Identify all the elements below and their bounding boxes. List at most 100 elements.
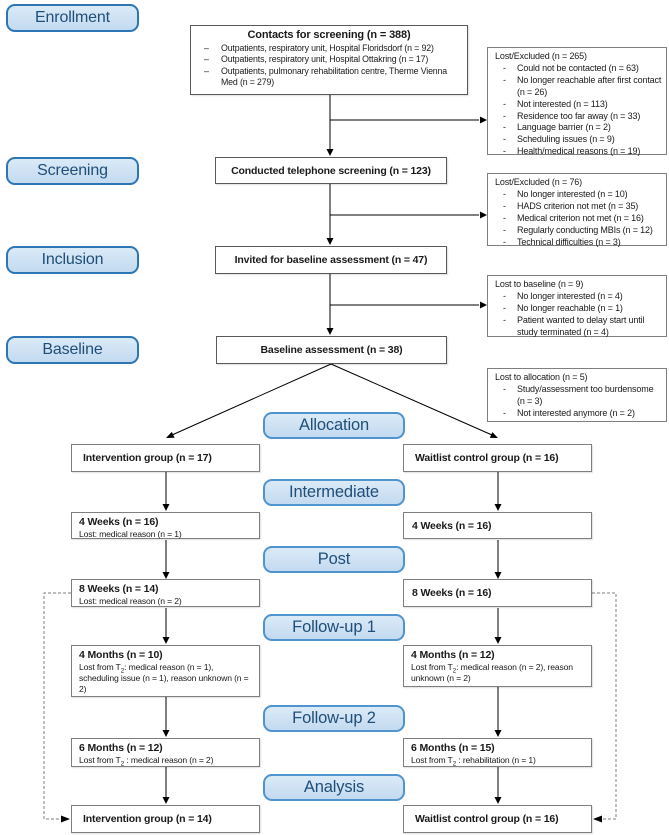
contacts-screening-box: Contacts for screening (n = 388) Outpati… [190, 25, 468, 95]
list-item: Language barrier (n = 2) [501, 122, 662, 134]
stage-label: Allocation [298, 416, 370, 434]
box-title: 4 Weeks (n = 16) [79, 516, 159, 528]
bullet-item: Outpatients, respiratory unit, Hospital … [204, 43, 464, 54]
note-text: Lost from T [79, 755, 121, 765]
stage-pill-baseline: Baseline [6, 336, 139, 364]
box-title: Lost/Excluded (n = 265) [495, 51, 587, 61]
list-item: Medical criterion not met (n = 16) [501, 213, 662, 225]
stage-pill-analysis: Analysis [263, 774, 405, 801]
box-note: Lost from T2 : rehabilitation (n = 1) [411, 755, 586, 768]
stage-label: Follow-up 1 [292, 618, 376, 636]
list-item: No longer interested (n = 4) [501, 291, 662, 303]
box-title: Baseline assessment (n = 38) [260, 344, 403, 356]
item-text: Regularly conducting MBIs (n = 12) [517, 224, 653, 235]
list-item: Scheduling issues (n = 9) [501, 134, 662, 146]
bullet-text: Outpatients, respiratory unit, Hospital … [221, 54, 429, 65]
item-text: No longer reachable (n = 1) [517, 302, 623, 313]
box-note: Lost from T2: medical reason (n = 2), re… [411, 662, 586, 684]
box-title: Waitlist control group (n = 16) [415, 452, 559, 464]
item-text: Study/assessment too burdensome (n = 3) [517, 383, 654, 406]
stage-pill-intermediate: Intermediate [263, 479, 405, 506]
item-text: Patient wanted to delay start until stud… [517, 314, 645, 337]
stage-label: Post [317, 550, 351, 568]
stage-label: Enrollment [35, 9, 110, 26]
subscript: 2 [120, 760, 125, 768]
box-title: 4 Weeks (n = 16) [412, 519, 492, 532]
box-title: 4 Months (n = 12) [411, 649, 495, 661]
stage-label: Follow-up 2 [292, 709, 376, 727]
item-text: Medical criterion not met (n = 16) [517, 212, 644, 223]
lost-excluded-76-box: Lost/Excluded (n = 76) No longer interes… [487, 173, 667, 249]
stage-pill-post: Post [263, 546, 405, 573]
subscript: 2 [452, 667, 457, 675]
item-text: Health/medical reasons (n = 19) [517, 146, 641, 157]
stage-label: Screening [37, 162, 108, 179]
box-title: Conducted telephone screening (n = 123) [231, 164, 431, 177]
list-item: Not interested anymore (n = 2) [501, 408, 662, 420]
item-text: Technical difficulties (n = 3) [517, 236, 621, 247]
list-item: Not interested (n = 113) [501, 99, 662, 111]
box-title: Contacts for screening (n = 388) [247, 29, 411, 41]
telephone-screening-box: Conducted telephone screening (n = 123) [215, 157, 447, 184]
list-item: Could not be contacted (n = 63) [501, 63, 662, 75]
invited-baseline-box: Invited for baseline assessment (n = 47) [215, 246, 447, 274]
item-text: HADS criterion not met (n = 35) [517, 200, 639, 211]
box-title: Waitlist control group (n = 16) [415, 813, 559, 825]
stage-pill-screening: Screening [6, 157, 139, 185]
item-text: No longer interested (n = 10) [517, 188, 628, 199]
list-item: No longer reachable after first contact … [501, 75, 662, 99]
item-text: Not interested anymore (n = 2) [517, 407, 635, 418]
intervention-8weeks-box: 8 Weeks (n = 14) Lost: medical reason (n… [71, 579, 260, 607]
lost-to-allocation-box: Lost to allocation (n = 5) Study/assessm… [487, 368, 667, 422]
stage-pill-followup1: Follow-up 1 [263, 614, 405, 641]
stage-pill-inclusion: Inclusion [6, 246, 139, 274]
box-note: Lost from T2: medical reason (n = 1), sc… [79, 662, 254, 695]
waitlist-4months-box: 4 Months (n = 12) Lost from T2: medical … [403, 645, 592, 687]
list-item: Technical difficulties (n = 3) [501, 237, 662, 249]
item-text: Language barrier (n = 2) [517, 122, 611, 133]
waitlist-6months-box: 6 Months (n = 15) Lost from T2 : rehabil… [403, 738, 592, 767]
note-text: : rehabilitation (n = 1) [456, 755, 536, 765]
bullet-item: Outpatients, pulmonary rehabilitation ce… [204, 66, 464, 89]
waitlist-final-box: Waitlist control group (n = 16) [403, 805, 592, 833]
stage-pill-followup2: Follow-up 2 [263, 705, 405, 732]
box-note: Lost: medical reason (n = 2) [79, 596, 182, 606]
stage-pill-allocation: Allocation [263, 412, 405, 439]
stage-label: Intermediate [289, 483, 379, 501]
intervention-4months-box: 4 Months (n = 10) Lost from T2: medical … [71, 645, 260, 697]
intervention-4weeks-box: 4 Weeks (n = 16) Lost: medical reason (n… [71, 512, 260, 539]
item-text: Could not be contacted (n = 63) [517, 62, 639, 73]
list-item: Regularly conducting MBIs (n = 12) [501, 225, 662, 237]
waitlist-allocated-box: Waitlist control group (n = 16) [403, 444, 592, 472]
note-text: : medical reason (n = 1), scheduling iss… [79, 662, 249, 694]
list-item: Study/assessment too burdensome (n = 3) [501, 384, 662, 408]
box-title: Invited for baseline assessment (n = 47) [234, 254, 428, 266]
box-title: Lost to allocation (n = 5) [495, 372, 588, 382]
box-title: 6 Months (n = 15) [411, 742, 495, 754]
note-text: Lost from T [411, 662, 453, 672]
note-text: : medical reason (n = 2), reason unknown… [411, 662, 573, 683]
list-item: No longer reachable (n = 1) [501, 303, 662, 315]
subscript: 2 [120, 667, 125, 675]
note-text: Lost from T [411, 755, 453, 765]
item-text: Not interested (n = 113) [517, 98, 608, 109]
list-item: Health/medical reasons (n = 19) [501, 146, 662, 158]
box-title: 8 Weeks (n = 16) [412, 587, 492, 599]
stage-pill-enrollment: Enrollment [6, 4, 139, 32]
note-text: Lost from T [79, 662, 121, 672]
box-title: Intervention group (n = 14) [83, 813, 212, 825]
note-text: : medical reason (n = 2) [124, 755, 214, 765]
list-item: HADS criterion not met (n = 35) [501, 201, 662, 213]
item-text: No longer reachable after first contact … [517, 74, 662, 97]
waitlist-4weeks-box: 4 Weeks (n = 16) [403, 512, 592, 539]
list-item: No longer interested (n = 10) [501, 189, 662, 201]
box-title: 4 Months (n = 10) [79, 649, 163, 661]
box-title: 6 Months (n = 12) [79, 742, 163, 754]
bullet-text: Outpatients, respiratory unit, Hospital … [221, 43, 434, 53]
stage-label: Inclusion [41, 251, 104, 268]
stage-label: Baseline [42, 341, 103, 358]
subscript: 2 [452, 760, 457, 768]
item-text: Residence too far away (n = 33) [517, 110, 641, 121]
